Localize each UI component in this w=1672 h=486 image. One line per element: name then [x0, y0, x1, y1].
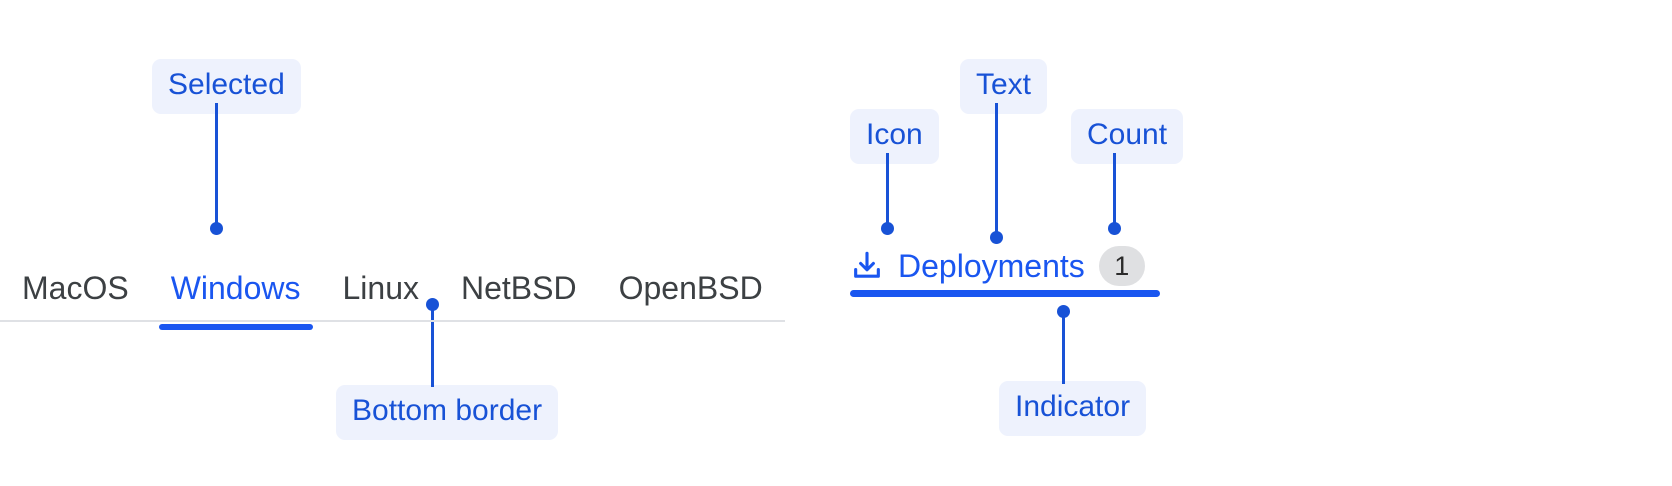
- annotation-dot-text: [990, 231, 1003, 244]
- tab-linux-label: Linux: [342, 270, 420, 306]
- tab-windows-label: Windows: [170, 270, 301, 306]
- annotation-dot-indicator: [1057, 305, 1070, 318]
- annotation-leader-text: [995, 103, 998, 238]
- deployments-count-badge: 1: [1098, 246, 1145, 286]
- annotation-label-selected: Selected: [152, 59, 301, 114]
- deployments-active-indicator: [850, 290, 1160, 297]
- annotation-leader-indicator: [1062, 312, 1065, 384]
- annotation-leader-selected: [215, 103, 218, 227]
- tab-windows[interactable]: Windows: [158, 270, 313, 330]
- download-icon: [854, 251, 880, 278]
- annotation-leader-icon: [886, 153, 889, 228]
- annotation-leader-bottom-border: [431, 305, 434, 387]
- annotation-label-text: Text: [960, 59, 1048, 114]
- annotation-label-bottom-border: Bottom border: [336, 385, 559, 440]
- os-tab-list: MacOS Windows Linux NetBSD OpenBSD: [22, 270, 763, 330]
- annotation-leader-count: [1113, 153, 1116, 228]
- annotation-label-icon: Icon: [850, 109, 939, 164]
- tab-deployments[interactable]: Deployments 1: [850, 246, 1160, 300]
- annotation-label-indicator: Indicator: [999, 381, 1147, 436]
- tab-macos-label: MacOS: [22, 270, 129, 306]
- annotation-dot-selected: [210, 222, 223, 235]
- annotation-label-count: Count: [1071, 109, 1184, 164]
- tab-macos[interactable]: MacOS: [22, 272, 129, 328]
- annotation-dot-bottom-border: [426, 298, 439, 311]
- tab-openbsd[interactable]: OpenBSD: [619, 272, 763, 328]
- os-tab-bar: MacOS Windows Linux NetBSD OpenBSD: [0, 272, 785, 330]
- tab-openbsd-label: OpenBSD: [618, 270, 763, 306]
- tab-linux[interactable]: Linux: [343, 272, 420, 328]
- annotation-dot-icon: [881, 222, 894, 235]
- annotation-dot-count: [1108, 222, 1121, 235]
- tab-deployments-label: Deployments: [898, 248, 1085, 284]
- deployments-tab-bar: Deployments 1: [850, 246, 1160, 300]
- tab-netbsd-label: NetBSD: [461, 270, 577, 306]
- tab-netbsd[interactable]: NetBSD: [461, 272, 577, 328]
